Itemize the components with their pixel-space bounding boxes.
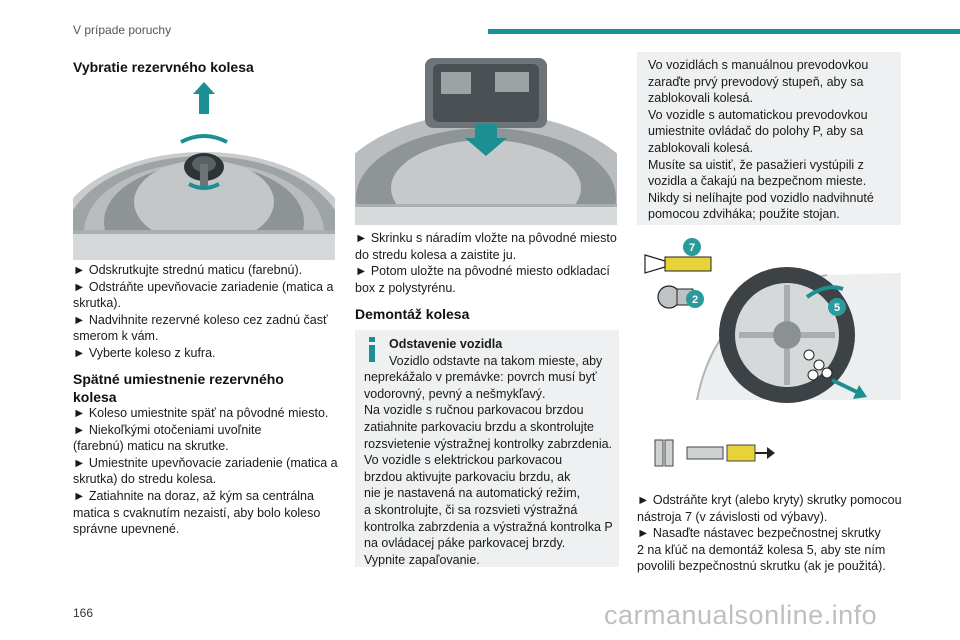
parking-note-box: Odstavenie vozidla Vozidlo odstavte na t… [355,330,619,567]
watermark: carmanualsonline.info [604,600,878,630]
toolbox-figure [355,58,617,225]
spare-wheel-figure [73,82,335,260]
wheel-bolt-figure: 7 2 5 [637,235,901,485]
heading-wheel-removal: Demontáž kolesa [355,306,470,322]
steps-removal: ► Odskrutkujte strednú maticu (farebnú).… [73,263,334,360]
steps-bolt: ► Odstráňte kryt (alebo kryty) skrutky p… [637,493,902,574]
info-icon [369,337,375,362]
running-header: V prípade poruchy [73,23,172,37]
gear-note-box: Vo vozidlách s manuálnou prevodovkou zar… [637,52,901,225]
callout-2: 2 [692,294,698,306]
note-title: Odstavenie vozidla [389,337,503,351]
page-number: 166 [73,606,94,620]
steps-refit: ► Koleso umiestnite späť na pôvodné mies… [73,406,338,537]
steps-toolbox: ► Skrinku s náradím vložte na pôvodné mi… [355,231,617,295]
callout-5: 5 [834,302,840,314]
heading-spare-wheel-refit: Spätné umiestnenie rezervného kolesa [73,371,284,405]
callout-7: 7 [689,242,695,254]
heading-spare-wheel-removal: Vybratie rezervného kolesa [73,59,254,75]
header-accent-bar [488,29,960,34]
